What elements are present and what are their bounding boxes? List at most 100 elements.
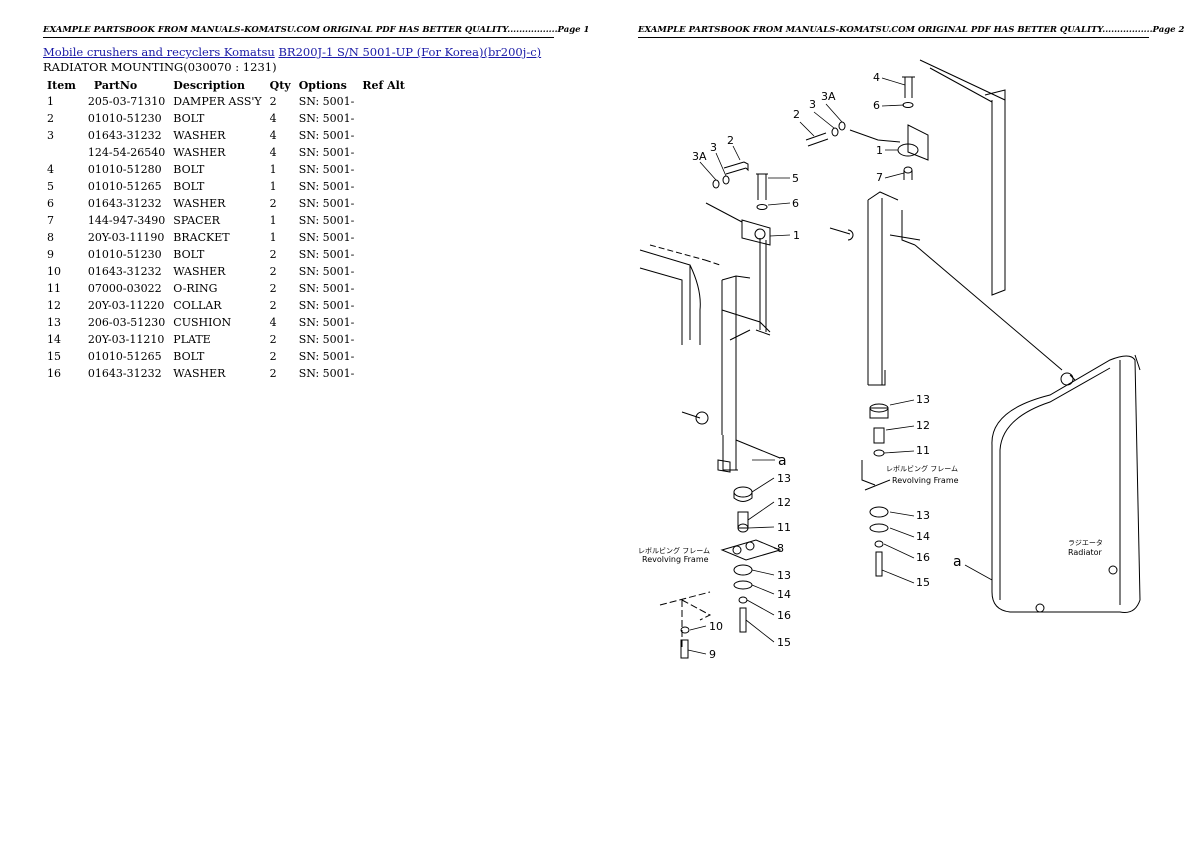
item-cell: 5 <box>47 180 54 193</box>
item-cell: 15 <box>47 350 61 363</box>
description-cell: WASHER <box>173 367 226 380</box>
qty-cell: 2 <box>269 350 277 363</box>
item-cell: 4 <box>47 163 54 176</box>
ref-alt-cell <box>358 365 409 382</box>
ref-alt-cell <box>358 93 409 110</box>
col-options: Options <box>298 78 347 92</box>
partno-cell: 206-03-51230 <box>87 316 166 329</box>
ref-alt-cell <box>358 297 409 314</box>
model-link[interactable]: BR200J-1 S/N 5001-UP (For Korea)(br200j-… <box>278 45 542 59</box>
options-cell: SN: 5001- <box>298 367 355 380</box>
callout-13: 13 <box>777 472 791 485</box>
callout-11: 11 <box>777 521 791 534</box>
callout-3A: 3A <box>692 150 707 163</box>
item-cell: 2 <box>47 112 54 125</box>
ref-alt-cell <box>358 195 409 212</box>
page2-header: EXAMPLE PARTSBOOK FROM MANUALS-KOMATSU.C… <box>638 25 1185 35</box>
col-qty: Qty <box>269 78 291 92</box>
qty-cell: 4 <box>269 316 277 329</box>
col-description: Description <box>173 78 245 92</box>
ref-alt-cell <box>358 280 409 297</box>
callout-6-right: 6 <box>873 99 880 112</box>
qty-cell: 4 <box>269 146 277 159</box>
partno-cell: 20Y-03-11190 <box>87 231 165 244</box>
partno-cell: 124-54-26540 <box>87 146 166 159</box>
parts-table: Item PartNo Description Qty Options Ref … <box>43 76 409 382</box>
partno-cell: 01643-31232 <box>87 367 162 380</box>
partno-cell: 07000-03022 <box>87 282 162 295</box>
right-frame-structure <box>829 59 1141 613</box>
category-link[interactable]: Mobile crushers and recyclers Komatsu <box>43 45 275 59</box>
qty-cell: 2 <box>269 282 277 295</box>
description-cell: WASHER <box>173 146 226 159</box>
options-cell: SN: 5001- <box>298 299 355 312</box>
table-row: 124-54-26540 WASHER 4 SN: 5001- <box>43 144 409 161</box>
options-cell: SN: 5001- <box>298 248 355 261</box>
callout-11-right: 11 <box>916 444 930 457</box>
qty-cell: 2 <box>269 299 277 312</box>
qty-cell: 1 <box>269 214 277 227</box>
ref-alt-cell <box>358 348 409 365</box>
callout-13-right: 13 <box>916 393 930 406</box>
left-damper-group <box>705 161 771 246</box>
ref-alt-cell <box>358 161 409 178</box>
col-partno: PartNo <box>93 78 138 92</box>
description-cell: BOLT <box>173 112 205 125</box>
ref-alt-cell <box>358 144 409 161</box>
item-cell: 13 <box>47 316 61 329</box>
partno-cell: 01010-51230 <box>87 112 162 125</box>
callout-3: 3 <box>710 141 717 154</box>
callout-3A-right: 3A <box>821 90 836 103</box>
callout-5: 5 <box>792 172 799 185</box>
frame-label-jp-left: レボルビング フレーム <box>638 546 710 555</box>
options-cell: SN: 5001- <box>298 214 355 227</box>
options-cell: SN: 5001- <box>298 350 355 363</box>
ref-alt-cell <box>358 229 409 246</box>
description-cell: CUSHION <box>173 316 232 329</box>
callout-a: a <box>778 453 787 469</box>
description-cell: O-RING <box>173 282 218 295</box>
options-cell: SN: 5001- <box>298 265 355 278</box>
right-callouts: 4 3A 3 2 6 1 7 13 12 11 13 14 16 15 a レボ… <box>793 71 1103 589</box>
left-frame-structure <box>639 238 781 473</box>
options-cell: SN: 5001- <box>298 146 355 159</box>
callout-14-right: 14 <box>916 530 930 543</box>
qty-cell: 2 <box>269 197 277 210</box>
options-cell: SN: 5001- <box>298 129 355 142</box>
item-cell: 11 <box>47 282 61 295</box>
item-cell: 6 <box>47 197 54 210</box>
options-cell: SN: 5001- <box>298 95 355 108</box>
breadcrumb: Mobile crushers and recyclers Komatsu BR… <box>43 45 541 59</box>
callout-1: 1 <box>793 229 800 242</box>
qty-cell: 4 <box>269 112 277 125</box>
col-item: Item <box>47 78 76 92</box>
table-header-row: Item PartNo Description Qty Options Ref … <box>43 76 409 93</box>
description-cell: DAMPER ASS'Y <box>173 95 262 108</box>
description-cell: BOLT <box>173 180 205 193</box>
description-cell: COLLAR <box>173 299 222 312</box>
partno-cell: 01010-51265 <box>87 180 162 193</box>
partno-cell: 144-947-3490 <box>87 214 166 227</box>
options-cell: SN: 5001- <box>298 112 355 125</box>
item-cell: 7 <box>47 214 54 227</box>
left-leaders <box>687 145 791 655</box>
callout-7: 7 <box>876 171 883 184</box>
callout-3-right: 3 <box>809 98 816 111</box>
ref-alt-cell <box>358 263 409 280</box>
frame-label-en-right: Revolving Frame <box>892 476 959 485</box>
callout-13b-right: 13 <box>916 509 930 522</box>
options-cell: SN: 5001- <box>298 197 355 210</box>
callout-9: 9 <box>709 648 716 661</box>
partno-cell: 205-03-71310 <box>87 95 166 108</box>
options-cell: SN: 5001- <box>298 180 355 193</box>
